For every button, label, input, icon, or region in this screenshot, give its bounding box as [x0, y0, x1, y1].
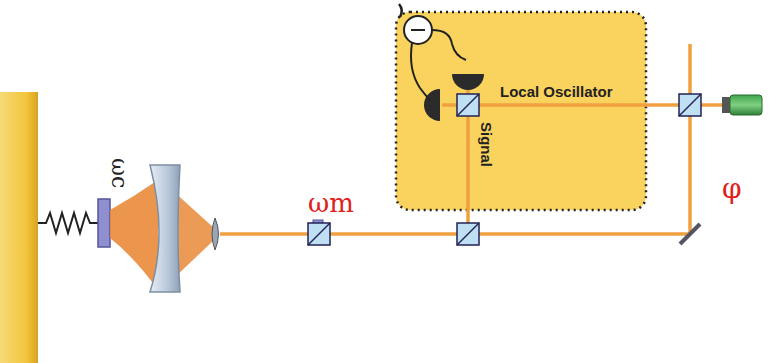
- movable-mirror: [98, 199, 110, 247]
- photodetector: [424, 89, 440, 121]
- cavity-mode: [110, 180, 158, 290]
- lens: [212, 218, 219, 250]
- detection-box: [396, 12, 646, 210]
- laser-aperture: [722, 97, 730, 113]
- laser-beams: [220, 44, 724, 234]
- beam-name: Local Oscillator: [500, 84, 613, 99]
- wire: [432, 30, 466, 60]
- beam-name: Signal: [479, 122, 494, 167]
- laser: [730, 95, 762, 115]
- cavity-frequency: ωc: [108, 158, 130, 188]
- beam-splitters: [308, 94, 701, 245]
- mechanical-frequency: ωm: [308, 190, 354, 216]
- minus-symbol: [411, 29, 425, 31]
- photodetector: [452, 74, 484, 90]
- cavity-mirror: [150, 165, 180, 292]
- spring: [38, 213, 98, 233]
- subtractor: [404, 16, 432, 44]
- phase-symbol: φ: [722, 175, 742, 203]
- fixed-wall: [0, 92, 38, 363]
- steering-mirror: [680, 224, 700, 244]
- box-fragment: [399, 4, 402, 17]
- wire: [411, 43, 430, 100]
